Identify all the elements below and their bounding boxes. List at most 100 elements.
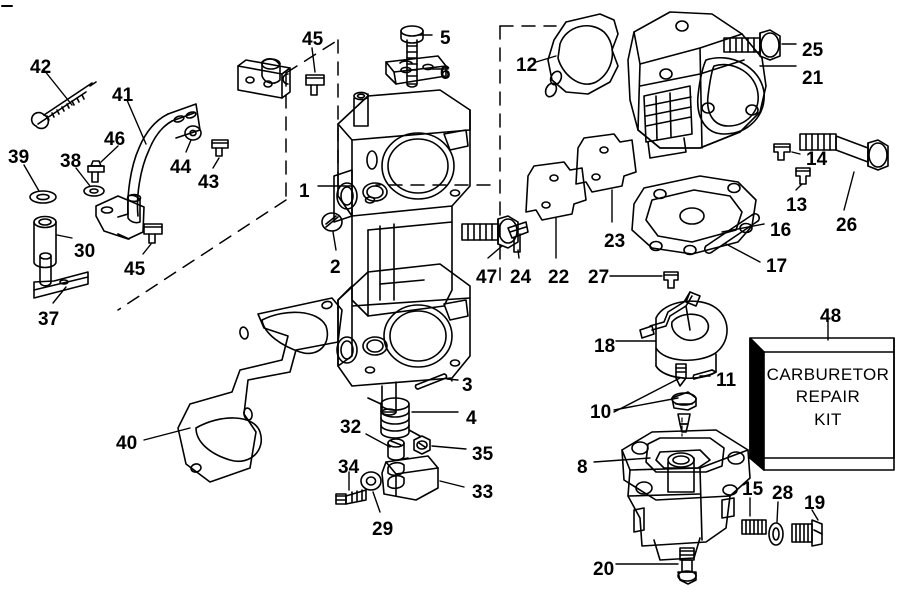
callout-18: 18: [594, 336, 616, 357]
part-12-gasket: [544, 13, 619, 98]
part-39-washer: [29, 190, 57, 204]
leader-8: [593, 457, 651, 463]
leader-12: [535, 55, 557, 63]
callout-15: 15: [742, 479, 764, 500]
part-17-rod: [703, 212, 761, 255]
callout-45: 45: [302, 29, 324, 50]
leader-30: [56, 234, 73, 239]
part-44-washer: [184, 125, 202, 141]
repair-kit-line-2: REPAIR: [795, 387, 861, 407]
part-43-screw: [211, 139, 229, 157]
leader-44: [185, 139, 192, 153]
leader-28: [776, 501, 779, 523]
callout-10: 10: [590, 402, 612, 423]
part-8-float-bowl: [621, 429, 751, 561]
part-28-washer: [768, 522, 784, 546]
callout-45: 45: [124, 259, 146, 280]
part-10-needle-seat: [671, 391, 697, 433]
leader-47: [487, 245, 503, 259]
leader-26: [843, 171, 855, 211]
part-5-bolt: [400, 25, 424, 88]
part-21-throttle-body: [627, 11, 767, 159]
callout-24: 24: [510, 267, 532, 288]
callout-43: 43: [198, 172, 220, 193]
leader-45-lower: [142, 243, 152, 255]
callout-20: 20: [593, 559, 615, 580]
callout-32: 32: [340, 417, 362, 438]
callout-12: 12: [516, 55, 538, 76]
leader-42: [43, 69, 73, 106]
part-38-washer: [83, 185, 105, 197]
callout-23: 23: [604, 231, 626, 252]
callout-40: 40: [116, 433, 138, 454]
part-41-lever-arm: [95, 103, 201, 240]
leader-40: [143, 427, 191, 441]
part-35-nut: [413, 435, 431, 455]
callout-4: 4: [466, 408, 477, 429]
leader-2: [332, 231, 337, 251]
part-20-bowl-screw: [677, 547, 697, 585]
callout-33: 33: [472, 482, 494, 503]
callout-30: 30: [74, 241, 96, 262]
part-37-link: [33, 252, 89, 299]
leader-14: [791, 151, 801, 155]
part-19-drain-screw: [791, 519, 823, 547]
part-32-spacer: [387, 438, 405, 461]
callout-39: 39: [8, 147, 30, 168]
leader-13: [795, 183, 803, 191]
repair-kit-label: CARBURETOR REPAIR KIT: [766, 364, 890, 431]
part-47-bolt: [461, 215, 519, 249]
callout-42: 42: [30, 57, 52, 78]
callout-8: 8: [577, 457, 588, 478]
callout-28: 28: [772, 483, 794, 504]
part-29-washer: [360, 471, 382, 491]
part-27-screw: [663, 271, 679, 289]
callout-46: 46: [104, 129, 126, 150]
callout-48: 48: [820, 306, 842, 327]
callout-44: 44: [170, 157, 192, 178]
callout-34: 34: [338, 457, 360, 478]
part-1-carburetor-body: [333, 89, 471, 416]
callout-21: 21: [802, 68, 824, 89]
repair-kit-line-1: CARBURETOR: [766, 365, 890, 384]
callout-37: 37: [38, 309, 60, 330]
part-48-repair-kit-box: [749, 337, 895, 471]
callout-11: 11: [716, 370, 737, 391]
callout-25: 25: [802, 40, 824, 61]
callout-47: 47: [476, 267, 498, 288]
callout-27: 27: [588, 267, 610, 288]
leader-10b: [613, 377, 681, 413]
leader-41: [126, 99, 147, 145]
part-4-spring: [367, 397, 421, 439]
leader-29: [372, 491, 381, 513]
callout-22: 22: [548, 267, 570, 288]
part-45-screw-lower: [143, 223, 163, 244]
callout-16: 16: [770, 220, 792, 241]
part-22-cover-plate: [525, 161, 587, 221]
part-15-spring: [741, 519, 767, 535]
part-3-pin: [414, 373, 448, 390]
callout-13: 13: [786, 195, 808, 216]
leader-10a: [613, 397, 679, 411]
leader-38: [75, 167, 91, 187]
leader-19: [811, 509, 819, 521]
callout-29: 29: [372, 519, 394, 540]
callout-5: 5: [440, 28, 451, 49]
part-34-screw: [335, 489, 367, 505]
part-23-cover-plate: [575, 133, 637, 193]
part-13-screw: [795, 167, 811, 185]
callout-14: 14: [806, 149, 828, 170]
leader-3b: [446, 378, 459, 381]
leader-39: [23, 164, 40, 192]
part-42-screw: [30, 81, 97, 130]
part-16-bowl-gasket: [631, 175, 757, 256]
leader-32: [365, 433, 391, 448]
part-33-bracket: [381, 455, 439, 501]
leader-17: [725, 243, 761, 263]
callout-38: 38: [60, 151, 82, 172]
part-45-screw-upper: [305, 74, 325, 96]
callout-6: 6: [440, 63, 451, 84]
part-linkage-connector: [237, 58, 291, 99]
